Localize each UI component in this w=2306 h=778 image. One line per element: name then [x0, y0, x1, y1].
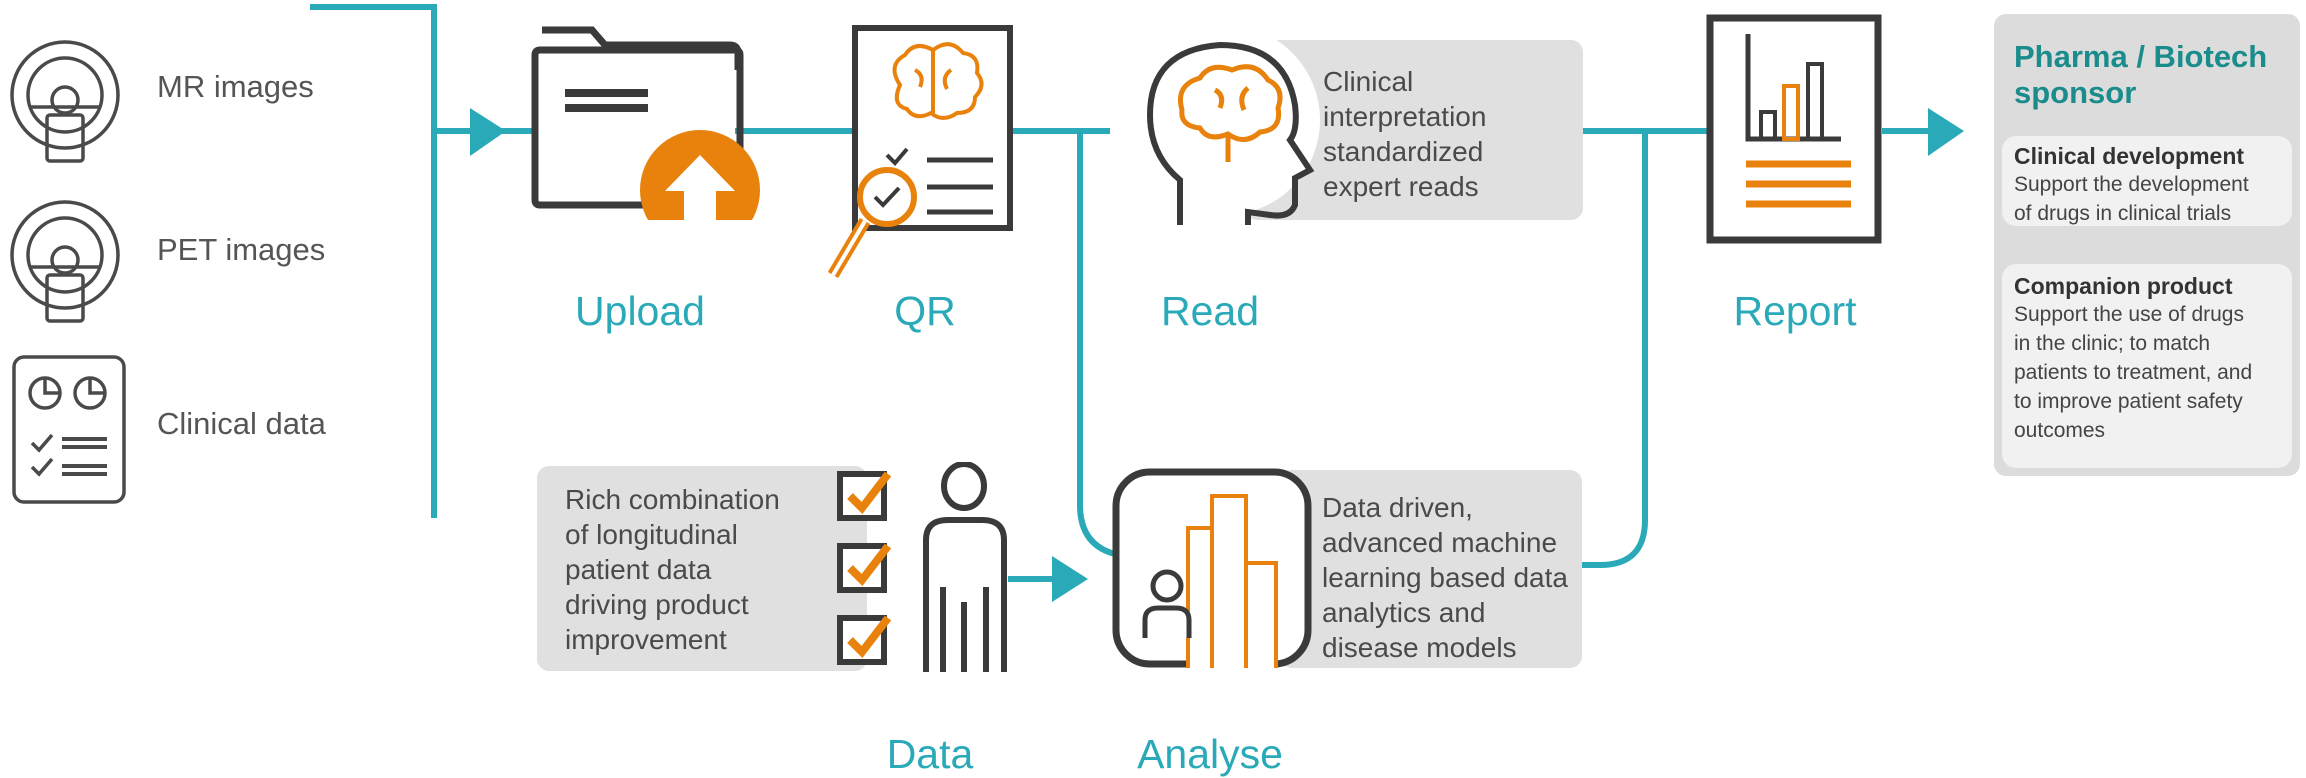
clinical-data-label: Clinical data — [157, 406, 326, 441]
mr-images-label: MR images — [157, 69, 314, 104]
person-icon — [923, 461, 1007, 672]
step-upload-label: Upload — [575, 288, 705, 334]
card-title: Clinical development — [2014, 143, 2245, 169]
analyse-text-line: analytics and — [1322, 597, 1486, 628]
data-text-line: patient data — [565, 554, 712, 585]
card-body-line: of drugs in clinical trials — [2014, 202, 2232, 225]
analyse-text-line: advanced machine — [1322, 527, 1558, 558]
card-body-line: in the clinic; to match — [2014, 332, 2211, 355]
data-text-line: improvement — [565, 624, 727, 655]
step-data-label: Data — [886, 731, 974, 777]
read-text-line: Clinical — [1323, 66, 1414, 97]
arrow-head-icon — [1928, 108, 1964, 156]
clinical-development-card: Clinical development Support the develop… — [2002, 136, 2292, 226]
analyse-chart-icon — [1112, 468, 1312, 672]
step-qr-label: QR — [894, 288, 956, 334]
data-text-line: driving product — [565, 589, 749, 620]
pet-images-label: PET images — [157, 232, 326, 267]
brain-icon — [1178, 64, 1283, 162]
magnifier-icon — [827, 167, 917, 279]
arrow-head-icon — [470, 108, 506, 156]
person-icon — [1142, 569, 1192, 638]
data-description-box: Rich combination of longitudinal patient… — [537, 466, 867, 671]
report-chart-icon — [1706, 14, 1882, 244]
analyse-text-line: learning based data — [1322, 562, 1568, 593]
analyse-description-box: Data driven, advanced machine learning b… — [1280, 470, 1582, 668]
card-body-line: outcomes — [2014, 419, 2106, 442]
head-brain-icon — [1120, 25, 1320, 230]
sponsor-title-line: Pharma / Biotech — [2014, 39, 2268, 74]
card-body-line: Support the use of drugs — [2014, 303, 2244, 326]
analyse-text-line: Data driven, — [1322, 492, 1473, 523]
qr-document-icon — [815, 25, 1015, 290]
data-text-line: Rich combination — [565, 484, 780, 515]
card-body-line: to improve patient safety — [2014, 390, 2243, 413]
data-person-checklist-icon — [836, 461, 1016, 682]
sponsor-panel: Pharma / Biotech sponsor Clinical develo… — [1994, 14, 2300, 476]
read-text-line: standardized — [1323, 136, 1484, 167]
sponsor-title: Pharma / Biotech sponsor — [2014, 39, 2267, 111]
card-body-line: Support the development — [2014, 173, 2249, 196]
data-text-line: of longitudinal — [565, 519, 738, 550]
arrow-head-icon — [1052, 556, 1088, 602]
step-report-label: Report — [1733, 288, 1857, 334]
step-read-label: Read — [1160, 288, 1259, 334]
upload-folder-icon — [530, 25, 770, 250]
card-body-line: patients to treatment, and — [2014, 361, 2253, 384]
check-icon — [837, 471, 892, 665]
read-text-line: interpretation — [1323, 101, 1487, 132]
sponsor-title-line: sponsor — [2014, 75, 2137, 110]
step-analyse-label: Analyse — [1137, 731, 1283, 777]
analyse-text-line: disease models — [1322, 632, 1517, 663]
clinical-checklist-icon — [12, 355, 126, 504]
read-text-line: expert reads — [1323, 171, 1479, 202]
pet-scanner-icon — [7, 197, 125, 325]
card-title: Companion product — [2014, 273, 2233, 299]
bar-chart-icon — [1186, 494, 1278, 672]
bar-chart-icon — [1745, 34, 1841, 142]
companion-product-card: Companion product Support the use of dru… — [2002, 264, 2292, 468]
mr-scanner-icon — [7, 37, 125, 165]
brain-icon — [892, 42, 984, 120]
